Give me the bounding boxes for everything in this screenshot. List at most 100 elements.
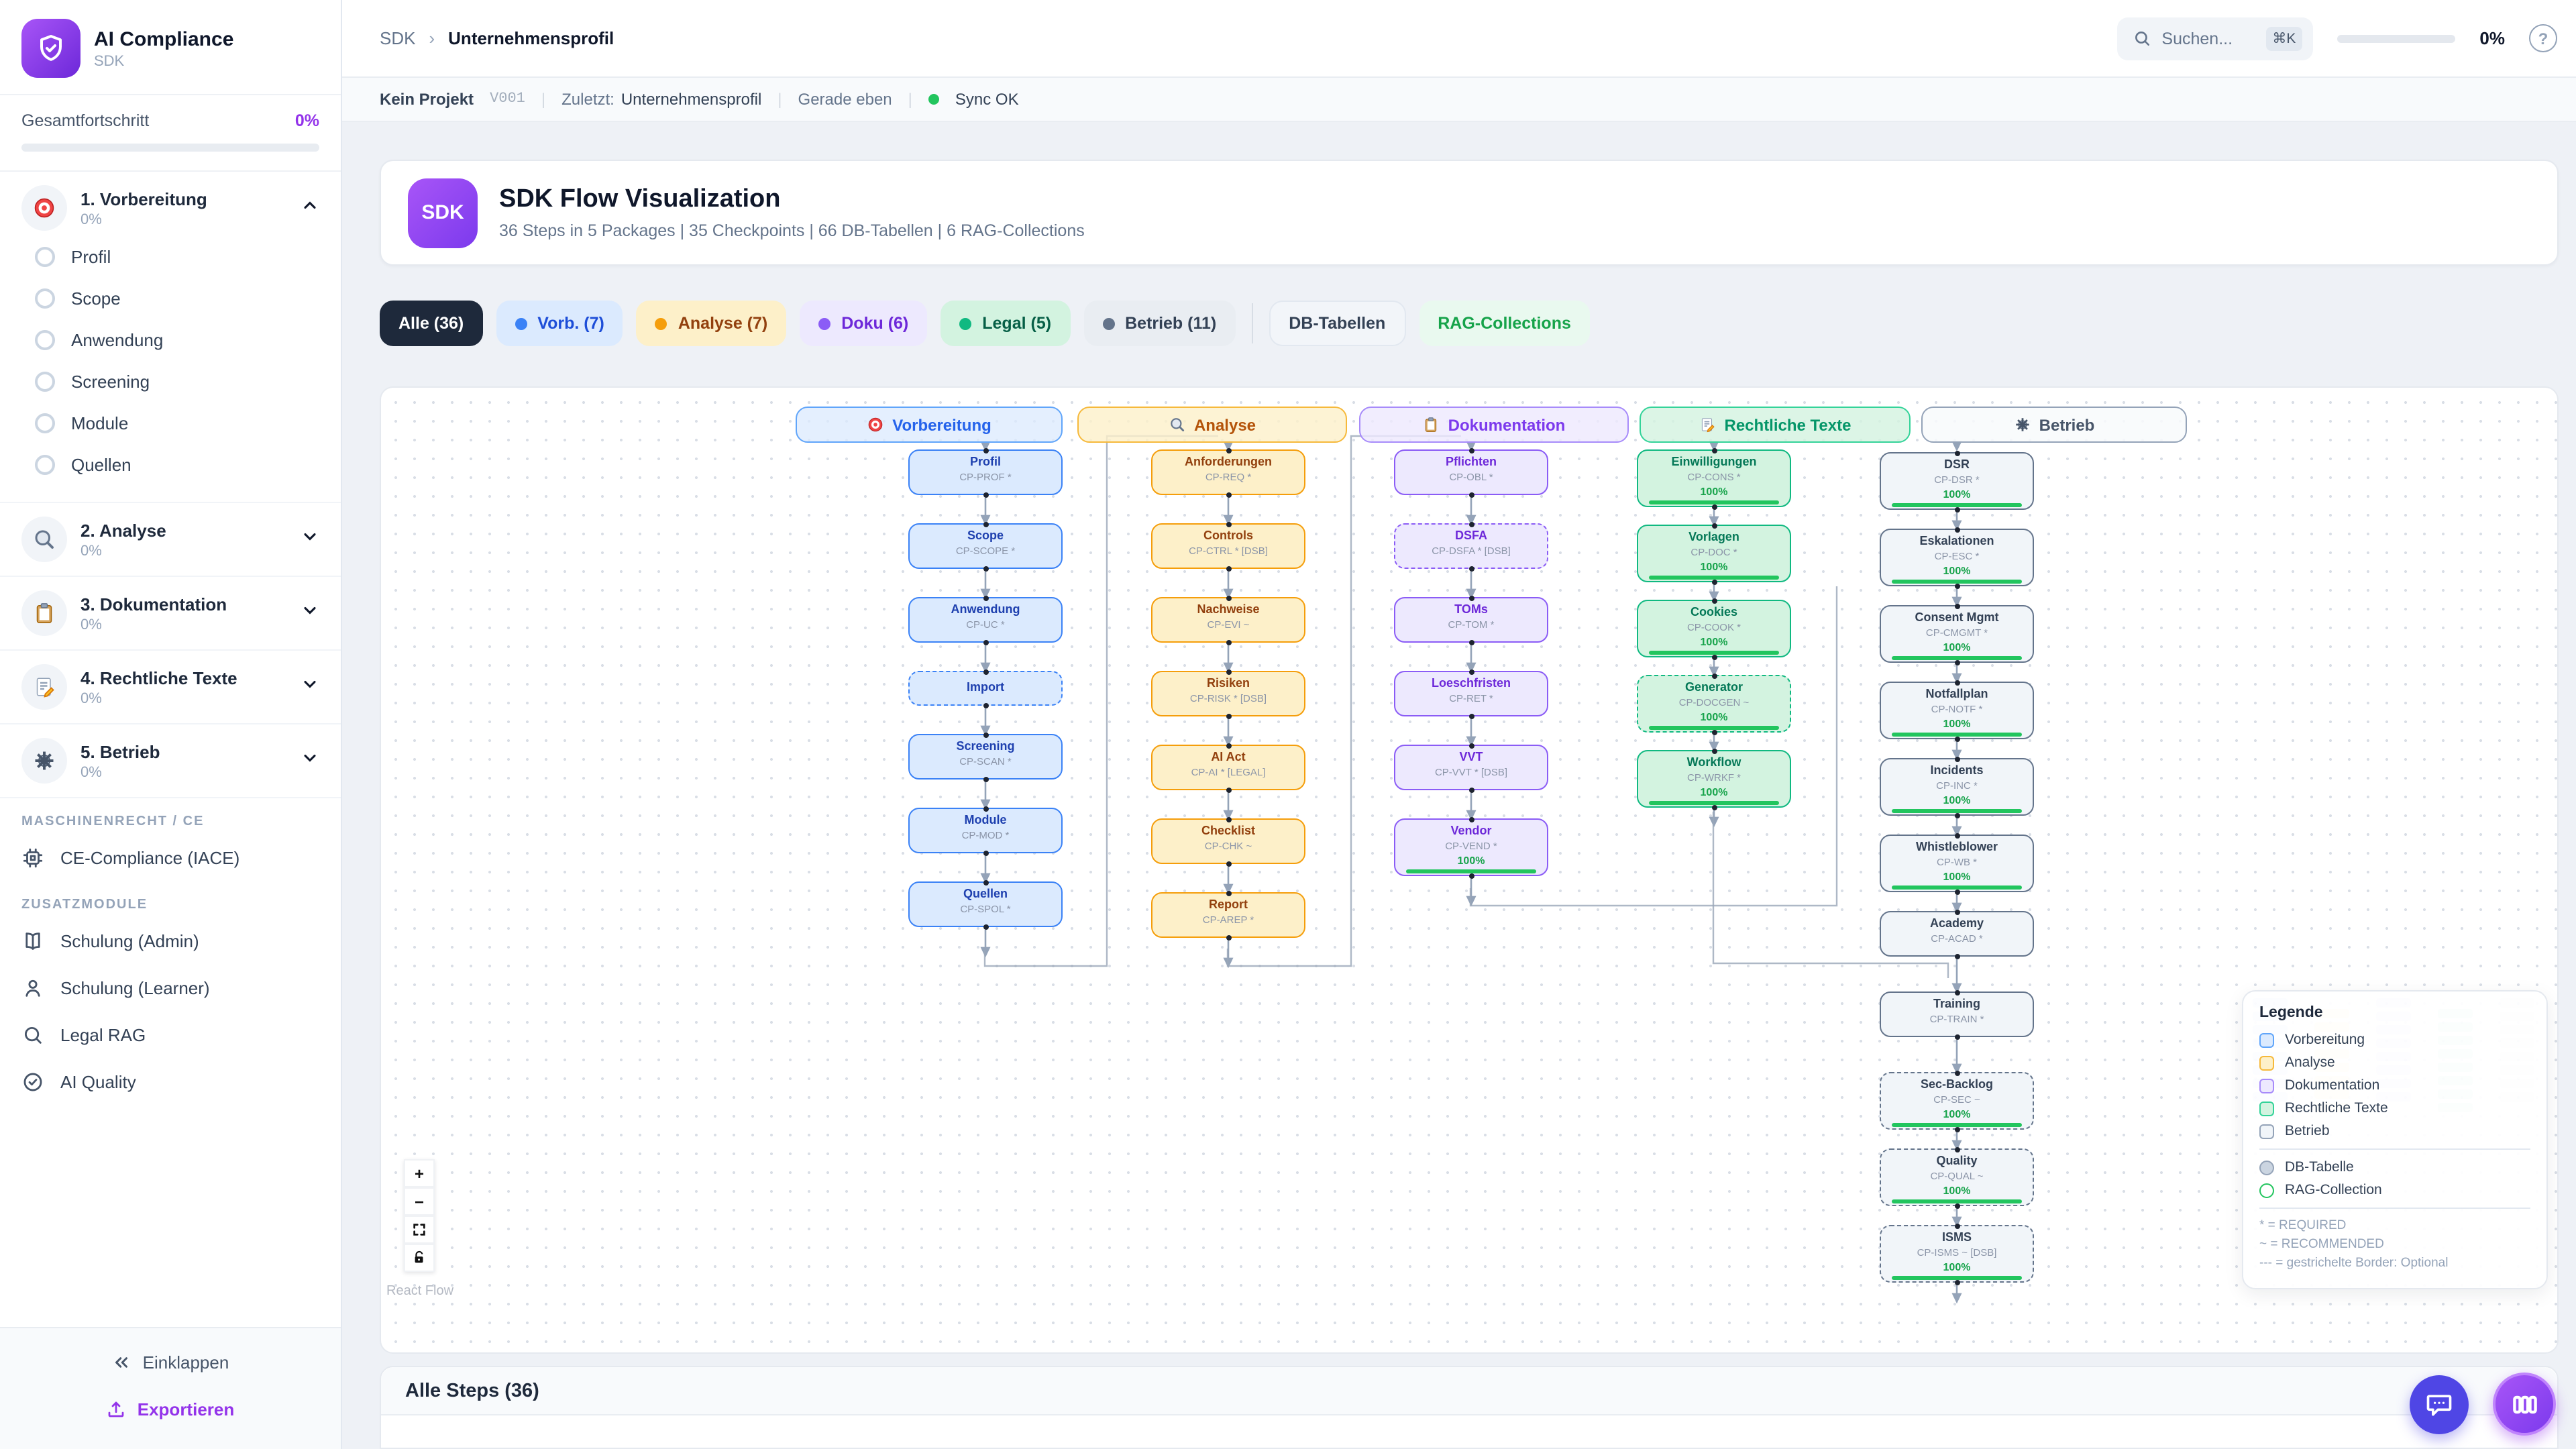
flow-controls: + − [404,1159,435,1272]
chip-dot [515,317,527,329]
zoom-in-button[interactable]: + [404,1159,435,1187]
node-progress: 100% [1700,786,1728,798]
node-progress: 100% [1943,718,1971,730]
node-handle [1954,756,1960,761]
filter-chip-rag-collections[interactable]: RAG-Collections [1419,301,1590,346]
sidebar-item-schulung-learner-[interactable]: Schulung (Learner) [0,965,341,1012]
node-handle [1711,729,1717,735]
sidebar-item-schulung-admin-[interactable]: Schulung (Admin) [0,918,341,965]
chip-dot [1102,317,1115,329]
lock-button[interactable] [404,1244,435,1272]
filter-chip-legal-5-[interactable]: Legal (5) [941,301,1071,346]
sidebar-item-profil[interactable]: Profil [30,236,319,278]
panels-fab-button[interactable] [2493,1373,2556,1436]
node-progress: 100% [1943,871,1971,883]
node-progress: 100% [1700,711,1728,723]
node-handle [983,776,988,782]
search-input[interactable]: Suchen... ⌘K [2117,17,2314,60]
filter-chip-betrieb-11-[interactable]: Betrieb (11) [1083,301,1236,346]
node-handle [1468,873,1474,878]
sidebar-item-legal-rag[interactable]: Legal RAG [0,1012,341,1059]
sidebar-package: 4. Rechtliche Texte 0% [0,651,341,724]
flow-node-import[interactable]: Import [908,669,1063,708]
zoom-out-button[interactable]: − [404,1187,435,1216]
legend-swatch [2259,1078,2274,1093]
sidebar-item-scope[interactable]: Scope [30,278,319,319]
fit-view-button[interactable] [404,1216,435,1244]
package-header-2[interactable]: 2. Analyse 0% [21,517,319,562]
package-name: 2. Analyse [80,520,166,540]
sidebar-item-anwendung[interactable]: Anwendung [30,319,319,361]
sidebar: AI Compliance SDK Gesamtfortschritt 0% 1… [0,0,342,1449]
sidebar-item-screening[interactable]: Screening [30,361,319,402]
node-progress: 100% [1943,488,1971,500]
filter-chip-db-tabellen[interactable]: DB-Tabellen [1269,301,1406,346]
sidebar-item-quellen[interactable]: Quellen [30,444,319,486]
export-button[interactable]: Exportieren [93,1391,248,1428]
node-handle [1711,598,1717,603]
sidebar-item-ce-compliance-iace-[interactable]: CE-Compliance (IACE) [0,835,341,881]
node-handle [1954,603,1960,608]
collapse-sidebar-button[interactable]: Einklappen [99,1344,243,1381]
breadcrumb-root[interactable]: SDK [380,28,416,48]
package-header-3[interactable]: 3. Dokumentation 0% [21,590,319,636]
legend-swatch [2259,1124,2274,1138]
package-name: 1. Vorbereitung [80,189,207,209]
package-header-4[interactable]: 4. Rechtliche Texte 0% [21,664,319,710]
chat-fab-button[interactable] [2410,1375,2469,1434]
help-icon[interactable]: ? [2529,24,2557,52]
step-status-icon [35,247,55,267]
package-header-1[interactable]: 1. Vorbereitung 0% [21,185,319,231]
node-handle [1226,447,1231,453]
filter-chip-analyse-7-[interactable]: Analyse (7) [636,301,787,346]
legend-item-db-tabelle: DB-Tabelle [2259,1159,2530,1175]
export-label: Exportieren [137,1399,235,1419]
chevron-up-icon [304,201,316,209]
filter-chip-doku-6-[interactable]: Doku (6) [800,301,928,346]
filter-chip-alle-36-[interactable]: Alle (36) [380,301,483,346]
sidebar-item-ai-quality[interactable]: AI Quality [0,1059,341,1106]
sidebar-item-module[interactable]: Module [30,402,319,444]
package-header-5[interactable]: 5. Betrieb 0% [21,738,319,784]
memo-icon [36,678,54,698]
filter-chip-vorb-7-[interactable]: Vorb. (7) [496,301,623,346]
